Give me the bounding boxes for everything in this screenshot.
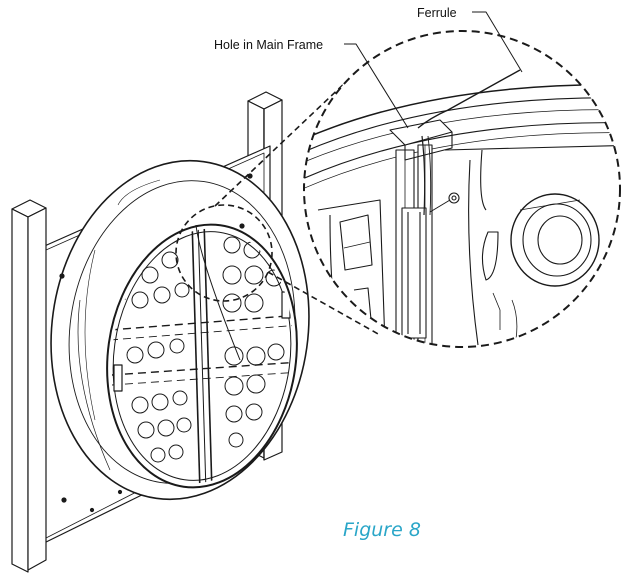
detail-zoom xyxy=(303,30,621,348)
ferrule-label: Ferrule xyxy=(417,6,457,20)
figure-caption: Figure 8 xyxy=(343,519,421,541)
round-door xyxy=(106,204,301,493)
zoom-connector xyxy=(214,79,381,336)
hole-in-main-frame-label: Hole in Main Frame xyxy=(214,38,324,52)
front-post xyxy=(11,199,47,573)
leader-lines xyxy=(344,11,523,129)
